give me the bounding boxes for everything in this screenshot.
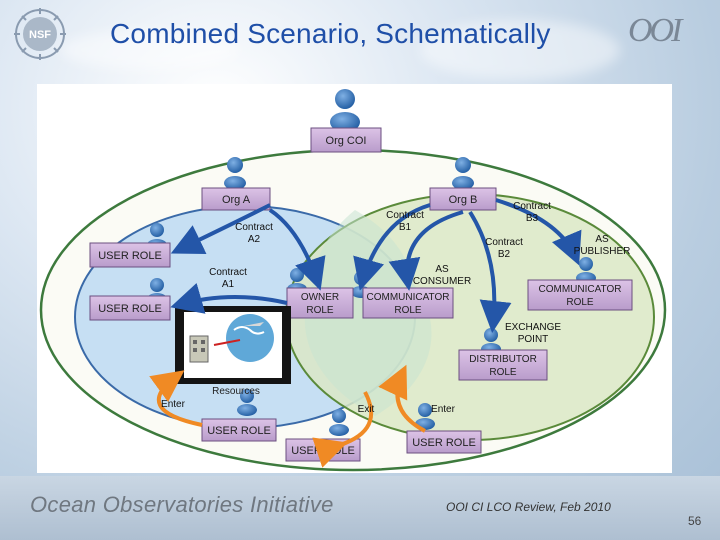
contract-b2-label: Contract bbox=[485, 237, 523, 248]
airplane-icon bbox=[244, 322, 264, 326]
svg-text:ROLE: ROLE bbox=[394, 305, 422, 316]
as-consumer-label: CONSUMER bbox=[413, 276, 471, 287]
building-icon bbox=[189, 335, 209, 363]
link-line bbox=[213, 339, 241, 346]
enter-label-right: Enter bbox=[431, 404, 456, 415]
page-number: 56 bbox=[688, 514, 702, 528]
resources-label: Resources bbox=[212, 386, 260, 397]
contract-a1-label: A1 bbox=[222, 279, 235, 290]
svg-text:USER ROLE: USER ROLE bbox=[207, 425, 271, 437]
person-icon bbox=[237, 389, 257, 416]
svg-text:Org A: Org A bbox=[222, 194, 251, 206]
owner-role-box: OWNER ROLE bbox=[286, 287, 354, 319]
exit-label: Exit bbox=[358, 404, 375, 415]
person-icon bbox=[329, 409, 349, 436]
svg-text:Org COI: Org COI bbox=[326, 135, 367, 147]
communicator-role-box: COMMUNICATOR ROLE bbox=[362, 287, 454, 319]
svg-text:USER ROLE: USER ROLE bbox=[412, 437, 476, 449]
svg-text:ROLE: ROLE bbox=[566, 297, 594, 308]
exchange-point-label: POINT bbox=[518, 334, 549, 345]
svg-text:DISTRIBUTOR: DISTRIBUTOR bbox=[469, 354, 537, 365]
contract-b3-label: B3 bbox=[526, 213, 539, 224]
enter-arrow-right bbox=[378, 364, 426, 433]
person-icon bbox=[452, 157, 474, 190]
org-b-box: Org B bbox=[429, 187, 497, 211]
svg-text:OWNER: OWNER bbox=[301, 292, 339, 303]
as-consumer-label: AS bbox=[435, 264, 449, 275]
nsf-logo: NSF bbox=[14, 8, 66, 60]
contract-a2-label: A2 bbox=[248, 234, 261, 245]
resources-box: Resources bbox=[175, 306, 291, 397]
svg-text:COMMUNICATOR: COMMUNICATOR bbox=[367, 292, 450, 303]
contract-b3-arrow bbox=[495, 198, 582, 266]
svg-text:ROLE: ROLE bbox=[306, 305, 334, 316]
enter-label-left: Enter bbox=[161, 399, 186, 410]
background-cloud bbox=[60, 30, 240, 70]
person-icon bbox=[224, 157, 246, 190]
person-icon bbox=[330, 89, 360, 132]
page-title: Combined Scenario, Schematically bbox=[110, 18, 551, 49]
org-a-box: Org A bbox=[201, 187, 271, 211]
contract-b1-arrow bbox=[353, 203, 431, 291]
contract-a2-label: Contract bbox=[235, 222, 273, 233]
nsf-logo-text: NSF bbox=[29, 29, 51, 41]
svg-text:Org B: Org B bbox=[449, 194, 478, 206]
org-a-to-owner-arrow bbox=[268, 208, 326, 291]
as-publisher-label: PUBLISHER bbox=[574, 246, 631, 257]
svg-text:USER ROLE: USER ROLE bbox=[291, 445, 355, 457]
contract-b1-label: B1 bbox=[399, 222, 412, 233]
background-cloud bbox=[420, 20, 620, 80]
org-coi-box: Org COI bbox=[310, 127, 382, 153]
user-role-box: USER ROLE bbox=[89, 242, 171, 268]
contract-b2-arrow bbox=[468, 210, 512, 333]
svg-text:ROLE: ROLE bbox=[489, 367, 517, 378]
svg-text:COMMUNICATOR: COMMUNICATOR bbox=[539, 284, 622, 295]
communicator-role-box: COMMUNICATOR ROLE bbox=[527, 279, 633, 311]
contract-a1-label: Contract bbox=[209, 267, 247, 278]
org-b-to-communicator-arrow bbox=[388, 210, 464, 291]
user-role-box: USER ROLE bbox=[406, 430, 482, 454]
svg-text:USER ROLE: USER ROLE bbox=[98, 250, 162, 262]
contract-a2-arrow bbox=[170, 203, 271, 255]
contract-b3-label: Contract bbox=[513, 201, 551, 212]
distributor-role-box: DISTRIBUTOR ROLE bbox=[458, 349, 548, 381]
globe-icon bbox=[226, 314, 274, 362]
contract-a1-arrow bbox=[170, 282, 288, 314]
footer-org-name: Ocean Observatories Initiative bbox=[30, 492, 334, 517]
exchange-point-label: EXCHANGE bbox=[505, 322, 561, 333]
svg-text:USER ROLE: USER ROLE bbox=[98, 303, 162, 315]
footer-review-label: OOI CI LCO Review, Feb 2010 bbox=[446, 500, 611, 514]
ooi-logo: OOI bbox=[628, 12, 682, 49]
as-publisher-label: AS bbox=[595, 234, 609, 245]
contract-b1-label: Contract bbox=[386, 210, 424, 221]
user-role-box: USER ROLE bbox=[201, 418, 277, 442]
footer-bar bbox=[0, 476, 720, 540]
exit-arrow bbox=[312, 391, 374, 468]
user-role-box: USER ROLE bbox=[89, 295, 171, 321]
enter-arrow-left bbox=[149, 370, 203, 427]
contract-b2-label: B2 bbox=[498, 249, 511, 260]
